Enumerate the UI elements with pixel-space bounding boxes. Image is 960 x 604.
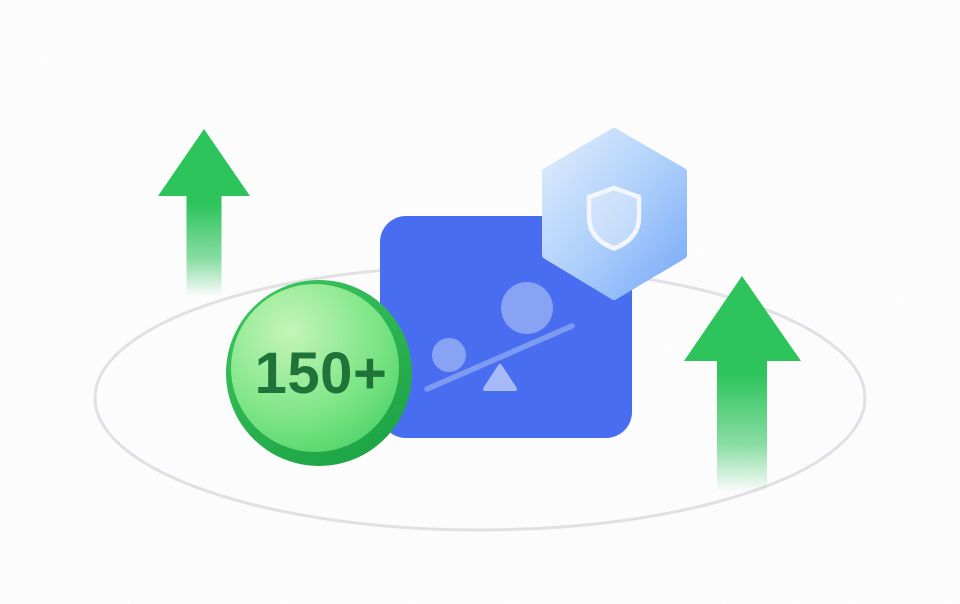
growth-illustration: 150+ [0,0,960,604]
illustration-svg: 150+ [0,0,960,604]
grain-texture [0,0,960,604]
